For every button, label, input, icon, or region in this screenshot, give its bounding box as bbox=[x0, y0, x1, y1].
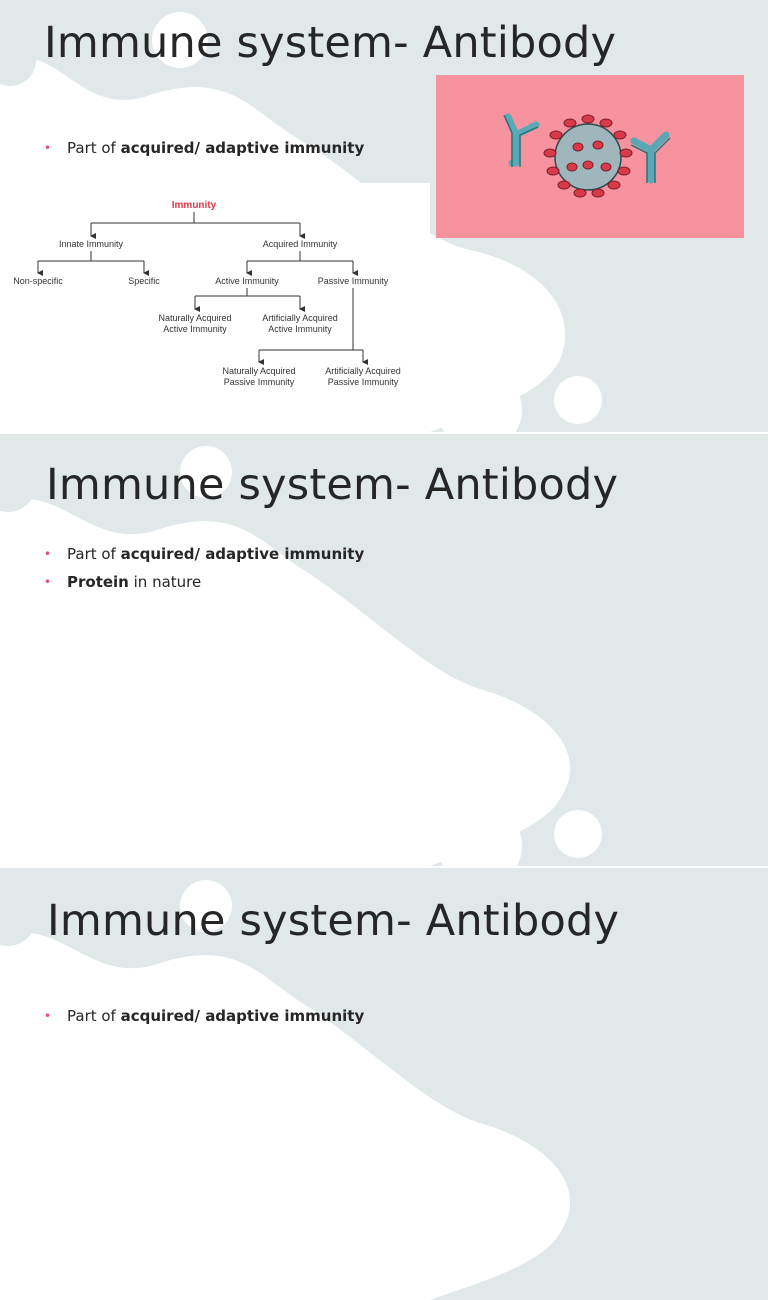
diagram-acquired: Acquired Immunity bbox=[263, 239, 338, 249]
bullet-item: • Part of acquired/ adaptive immunity bbox=[44, 134, 364, 162]
virus-icon bbox=[543, 114, 633, 198]
diagram-art-active-1: Artificially Acquired bbox=[262, 313, 338, 323]
slide-title: Immune system- Antibody bbox=[44, 18, 617, 68]
diagram-nat-passive-2: Passive Immunity bbox=[224, 377, 295, 387]
diagram-innate: Innate Immunity bbox=[59, 239, 124, 249]
slide-separator bbox=[0, 432, 768, 434]
diagram-art-active-2: Active Immunity bbox=[268, 324, 332, 334]
diagram-non-specific: Non-specific bbox=[13, 276, 63, 286]
bullet-dot-icon: • bbox=[44, 141, 52, 155]
slide-title: Immune system- Antibody bbox=[47, 896, 620, 946]
antibody-right-icon bbox=[630, 131, 670, 184]
diagram-nat-active-1: Naturally Acquired bbox=[158, 313, 231, 323]
bullet-item: • Part of acquired/ adaptive immunity bbox=[44, 540, 364, 568]
antibody-virus-illustration bbox=[436, 75, 744, 238]
bullet-item: • Protein in nature bbox=[44, 568, 364, 596]
slide-2: Immune system- Antibody • Part of acquir… bbox=[0, 434, 768, 866]
bullet-item: • Part of acquired/ adaptive immunity bbox=[44, 1002, 364, 1030]
bullet-list: • Part of acquired/ adaptive immunity bbox=[44, 1002, 364, 1030]
bullet-dot-icon: • bbox=[44, 1009, 52, 1023]
slide-separator bbox=[0, 866, 768, 868]
immunity-diagram: Immunity Innate Immunity Acquired Immuni… bbox=[0, 183, 430, 398]
slide-3: Immune system- Antibody • Part of acquir… bbox=[0, 868, 768, 1300]
slide-title: Immune system- Antibody bbox=[46, 460, 619, 510]
diagram-nat-active-2: Active Immunity bbox=[163, 324, 227, 334]
bullet-list: • Part of acquired/ adaptive immunity • … bbox=[44, 540, 364, 596]
slide-background-shapes bbox=[0, 446, 602, 866]
diagram-passive: Passive Immunity bbox=[318, 276, 389, 286]
slide-1: Immune system- Antibody • Part of acquir… bbox=[0, 0, 768, 432]
bullet-dot-icon: • bbox=[44, 575, 52, 589]
bullet-dot-icon: • bbox=[44, 547, 52, 561]
diagram-art-passive-1: Artificially Acquired bbox=[325, 366, 401, 376]
diagram-root: Immunity bbox=[172, 200, 217, 211]
diagram-art-passive-2: Passive Immunity bbox=[328, 377, 399, 387]
diagram-nat-passive-1: Naturally Acquired bbox=[222, 366, 295, 376]
diagram-specific: Specific bbox=[128, 276, 160, 286]
bullet-list: • Part of acquired/ adaptive immunity bbox=[44, 134, 364, 162]
diagram-active: Active Immunity bbox=[215, 276, 279, 286]
